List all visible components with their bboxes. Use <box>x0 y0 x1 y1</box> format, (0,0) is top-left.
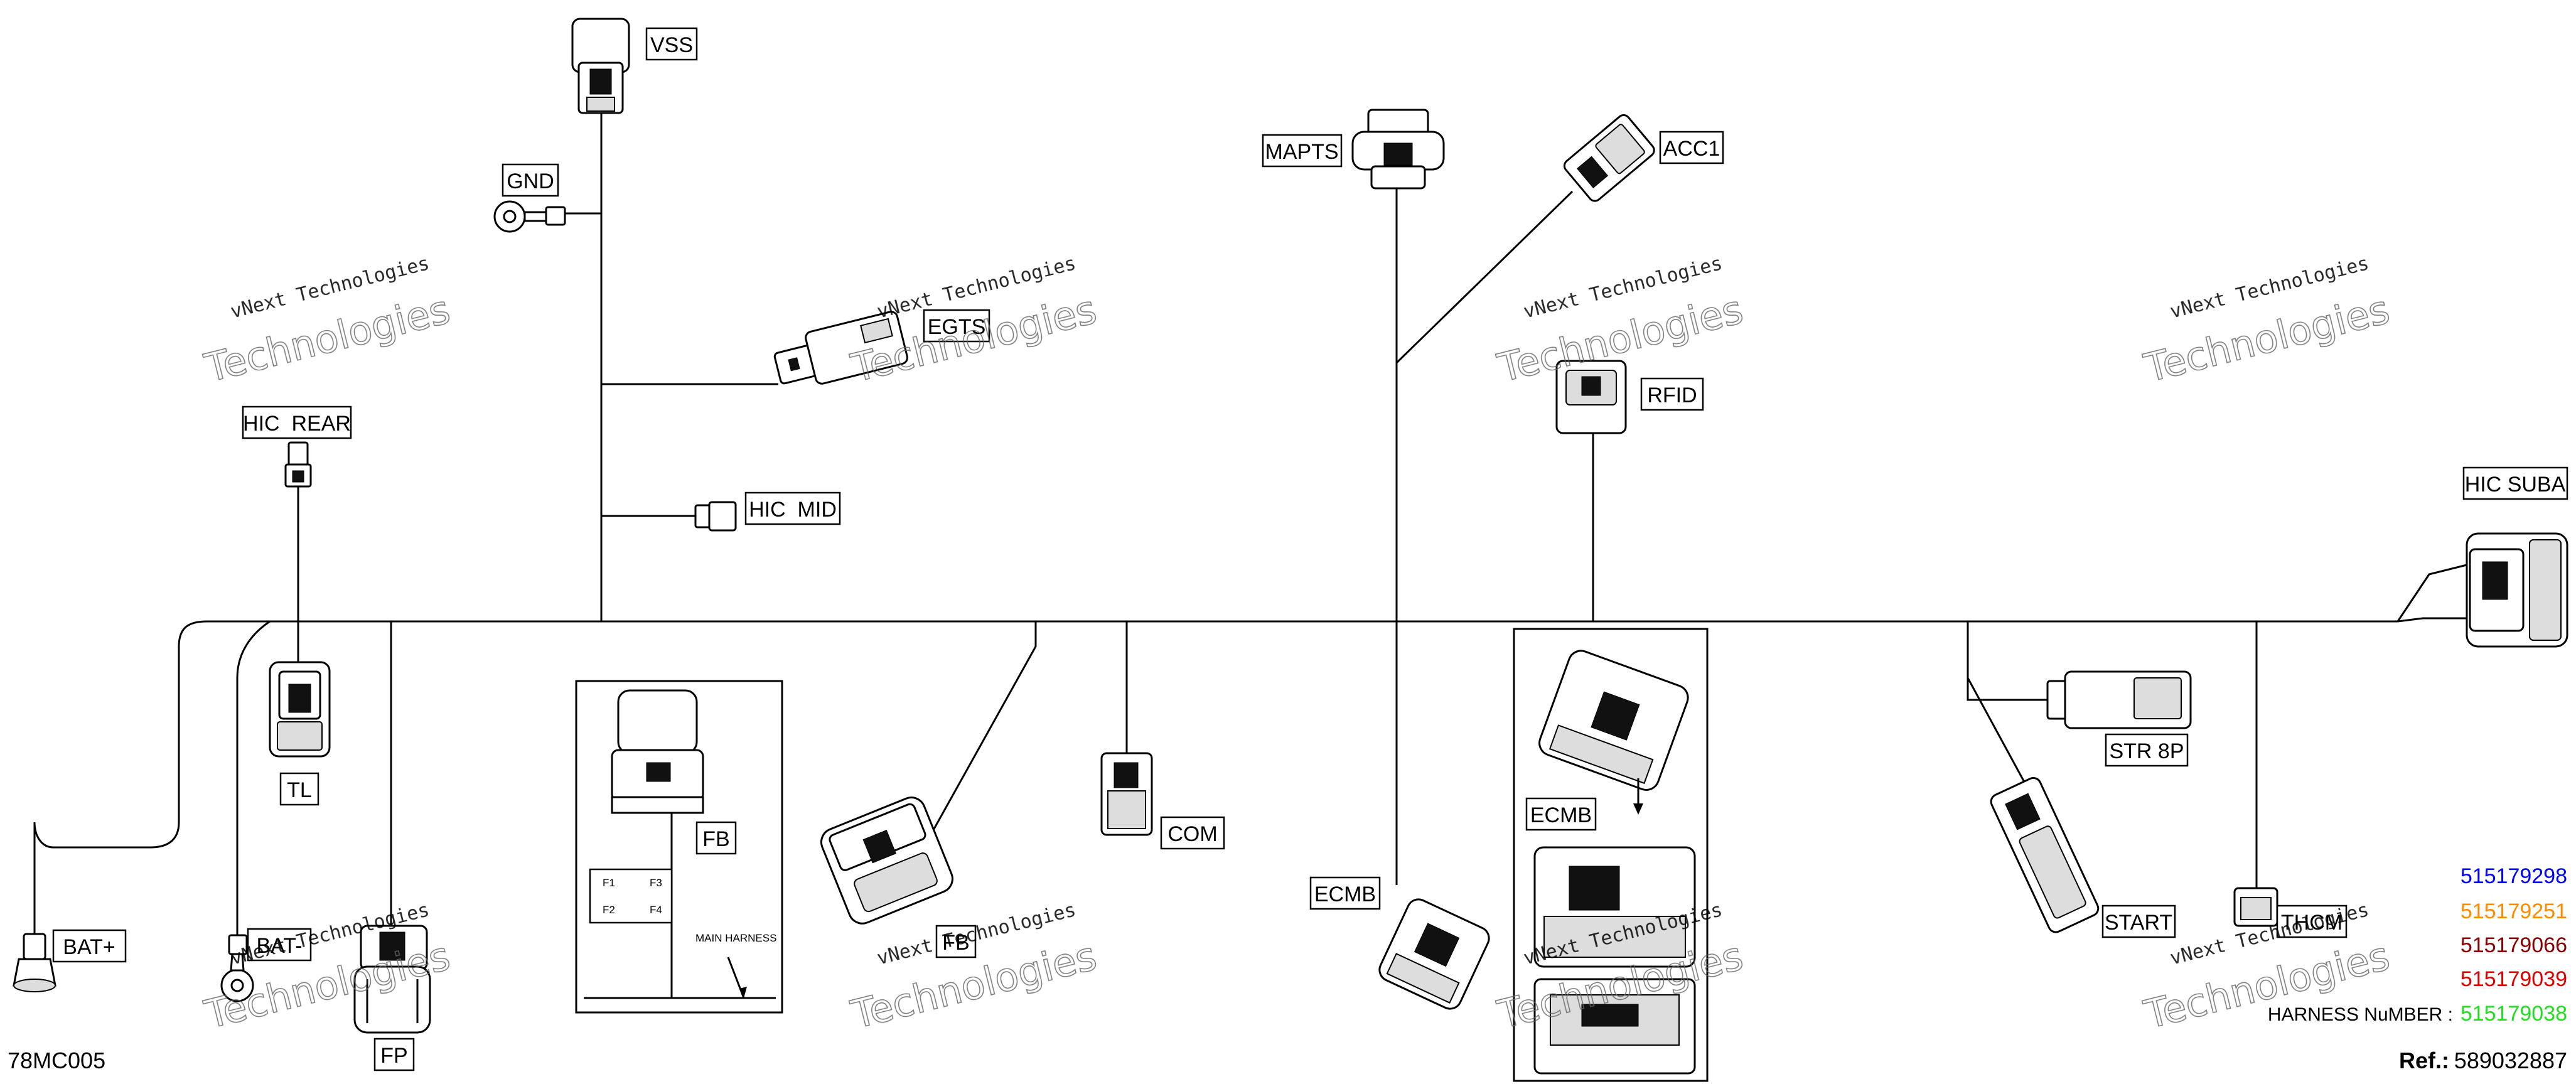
harness-number: 515179298 <box>2461 864 2567 888</box>
harness-number-label: HARNESS NuMBER : <box>2268 1004 2453 1025</box>
label-gnd: GND <box>502 163 559 197</box>
thcm-connector-icon <box>2233 887 2278 927</box>
harness-wires <box>33 113 2467 942</box>
fuse-labels: F1 F3 F2 F4 MAIN HARNESS <box>603 877 776 944</box>
label-fb-box: FB <box>695 821 737 855</box>
gnd-label: GND <box>507 169 554 193</box>
fp-connector-icon <box>353 925 431 1034</box>
fuse-f1: F1 <box>603 877 615 889</box>
gnd-ring-terminal-icon <box>493 200 566 233</box>
egts-connector-icon <box>773 311 908 385</box>
fuse-f2: F2 <box>603 904 615 916</box>
ref-value: 589032887 <box>2454 1048 2567 1073</box>
egts-label: EGTS <box>928 315 986 339</box>
fb-plug-connector-icon <box>820 797 953 925</box>
hic-mid-connector-icon <box>694 501 737 532</box>
tl-connector-icon <box>269 661 331 758</box>
str8p-label: STR 8P <box>2109 739 2184 763</box>
label-hic-rear: HIC REAR <box>242 405 352 439</box>
label-bat-minus: BAT- <box>247 928 312 962</box>
label-vss: VSS <box>645 27 698 61</box>
harness-number: 515179039 <box>2461 967 2567 991</box>
label-tl: TL <box>279 772 319 806</box>
label-com: COM <box>1160 816 1225 850</box>
start-label: START <box>2105 911 2172 935</box>
ref-label: Ref.: <box>2399 1048 2449 1073</box>
rfid-connector-icon <box>1555 360 1627 434</box>
hic-rear-label: HIC REAR <box>243 412 351 436</box>
com-connector-icon <box>1100 752 1153 836</box>
fb-box-label: FB <box>702 827 729 851</box>
harness-number: 515179251 <box>2461 899 2567 923</box>
mapts-sensor-icon <box>1351 109 1445 190</box>
label-str8p: STR 8P <box>2105 733 2189 767</box>
vss-label: VSS <box>650 33 693 57</box>
label-hic-mid: HIC MID <box>744 491 841 525</box>
vss-connector-icon <box>571 18 630 114</box>
acc1-label: ACC1 <box>1663 137 1720 161</box>
label-hic-suba: HIC SUBA <box>2462 466 2568 500</box>
fb-label: FB <box>942 931 969 955</box>
harness-number: 515179038 <box>2461 1002 2567 1026</box>
hic-suba-label: HIC SUBA <box>2465 473 2566 496</box>
ecmb-connector-icon <box>1378 898 1490 1010</box>
label-fb: FB <box>935 925 977 958</box>
rfid-label: RFID <box>1647 384 1697 407</box>
ecmb-detail-box <box>1513 628 1709 1082</box>
label-ecmb: ECMB <box>1309 876 1381 910</box>
com-label: COM <box>1167 822 1217 846</box>
hic-rear-connector-icon <box>284 441 312 488</box>
label-start: START <box>2101 904 2176 938</box>
bat-plus-label: BAT+ <box>63 935 115 959</box>
label-mapts: MAPTS <box>1262 134 1343 168</box>
fuse-f3: F3 <box>650 877 662 889</box>
hic-mid-label: HIC MID <box>749 498 837 522</box>
ecmb-box-label: ECMB <box>1530 803 1592 827</box>
label-thcm: THCM <box>2276 904 2348 938</box>
harness-number: 515179066 <box>2461 933 2567 957</box>
label-ecmb-box: ECMB <box>1525 797 1597 831</box>
thcm-label: THCM <box>2281 911 2343 935</box>
str8p-connector-icon <box>2046 670 2192 729</box>
fuse-box-diagram <box>575 680 783 1014</box>
harness-number-list: 515179298 515179251 515179066 515179039 … <box>2268 864 2567 1026</box>
main-harness-label: MAIN HARNESS <box>695 932 776 944</box>
bat-minus-label: BAT- <box>256 934 302 958</box>
label-egts: EGTS <box>923 309 990 343</box>
start-connector-icon <box>1990 776 2100 933</box>
label-fp: FP <box>373 1038 415 1071</box>
label-bat-plus: BAT+ <box>52 929 127 963</box>
drawing-code: 78MC005 <box>8 1048 105 1073</box>
fp-label: FP <box>380 1044 407 1068</box>
tl-label: TL <box>287 778 312 802</box>
acc1-connector-icon <box>1563 114 1655 202</box>
ecmb-label: ECMB <box>1314 883 1376 906</box>
mapts-label: MAPTS <box>1265 140 1338 164</box>
fuse-f4: F4 <box>650 904 662 916</box>
hic-suba-connector-icon <box>2466 532 2568 648</box>
label-acc1: ACC1 <box>1659 131 1724 164</box>
bat-minus-ring-terminal-icon <box>220 934 254 1002</box>
bat-plus-terminal-icon <box>13 933 56 992</box>
label-rfid: RFID <box>1640 377 1704 411</box>
